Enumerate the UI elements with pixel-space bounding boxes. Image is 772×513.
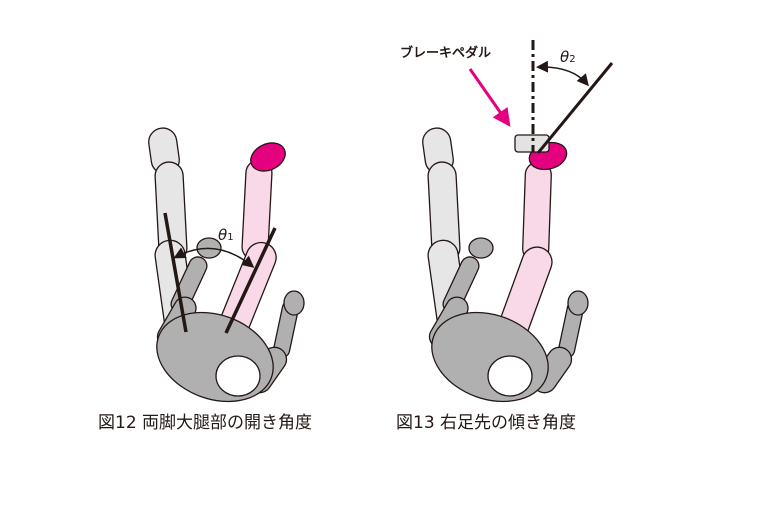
angle-arc-theta1 [173,247,255,268]
brake-pedal-label: ブレーキペダル [400,45,491,61]
theta1-label: θ1 [218,226,234,244]
foot-tilt-line [536,62,614,154]
figure-13-caption: 図13 右足先の傾き角度 [396,413,576,433]
theta2-label: θ2 [560,48,576,66]
figure-12-illustration [148,127,305,403]
figure-13-illustration [422,40,614,403]
head [215,355,261,397]
right-leg [497,141,568,344]
right-thigh-axis-line [224,227,277,334]
left-thigh-axis-line [163,212,188,333]
angle-arc-theta2 [536,60,589,87]
pedal-pointer-arrow [468,68,511,127]
head [487,355,533,397]
figure-12-caption: 図12 両脚大腿部の開き角度 [98,413,312,433]
